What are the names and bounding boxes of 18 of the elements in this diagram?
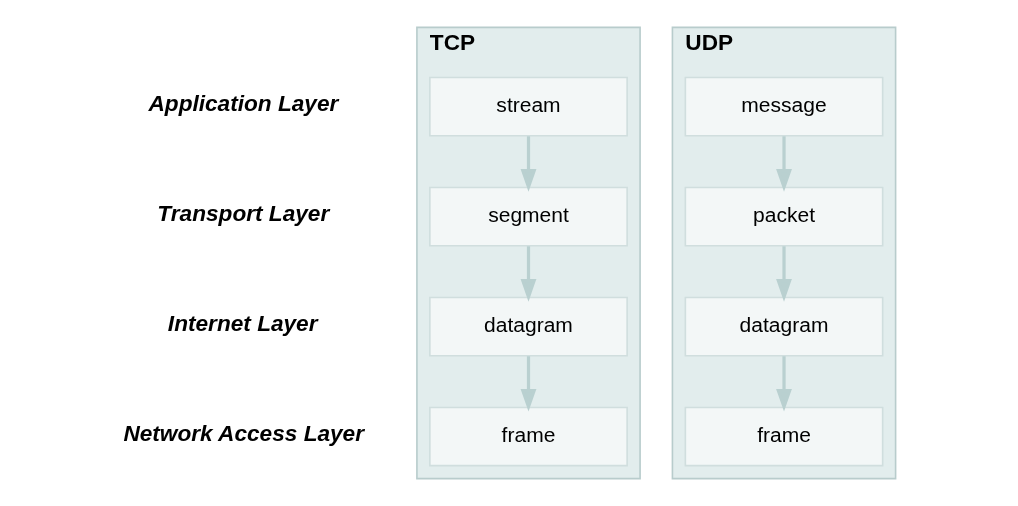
arrow (775, 246, 792, 302)
node-box: frame (684, 406, 883, 467)
arrow (520, 136, 536, 192)
arrow (775, 136, 792, 192)
arrow (775, 356, 792, 412)
label: Application Layer (147, 91, 338, 117)
label: Transport Layer (156, 200, 329, 226)
node-box: segment (428, 186, 628, 247)
label: Internet Layer (167, 310, 318, 336)
node-box: message (684, 76, 883, 137)
arrow (520, 356, 536, 412)
arrow (520, 246, 536, 302)
node-box: stream (428, 76, 628, 137)
node-box: datagram (684, 296, 883, 357)
node-box: frame (428, 406, 628, 467)
node-box: datagram (428, 296, 628, 357)
node-box: packet (684, 186, 883, 247)
label: Network Access Layer (122, 420, 364, 446)
